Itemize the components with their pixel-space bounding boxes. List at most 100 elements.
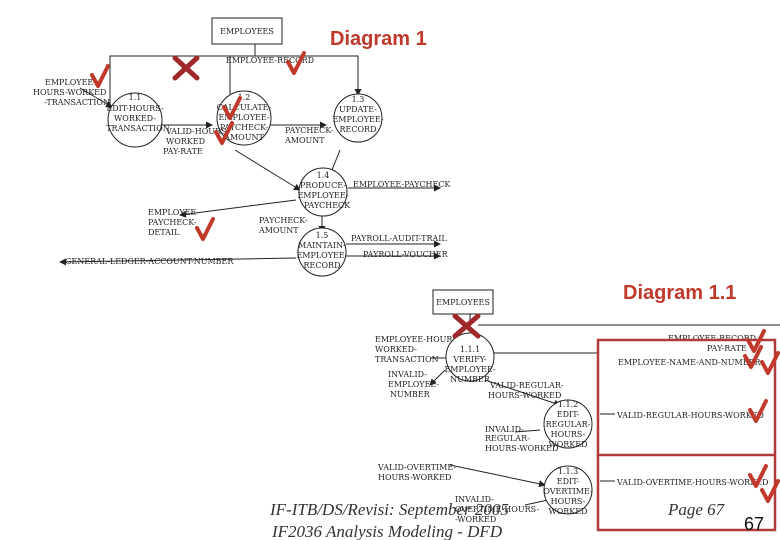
employee-record-label: EMPLOYEE-RECORD (226, 56, 314, 65)
process-1-5-line-4: RECORD (304, 261, 341, 270)
process-1-1-1-circle (445, 332, 495, 382)
general-ledger-label: GENERAL-LEDGER-ACCOUNT-NUMBER (65, 257, 234, 266)
employees-entity-label-2: EMPLOYEES (436, 298, 490, 307)
process-1-2-circle (216, 90, 272, 146)
process-1-4-line-2: PRODUCE- (300, 181, 346, 190)
flow-1-2-to-1-4 (234, 149, 301, 191)
invalid-regular-2: REGULAR- (485, 434, 530, 443)
paycheck-detail-3: DETAIL (148, 228, 180, 237)
footer-page-label: Page 67 (667, 500, 726, 519)
flow-paycheck-detail (179, 199, 297, 218)
process-1-1-3-line-4: HOURS- (551, 497, 586, 506)
flow-employee-record-to-1-1 (109, 44, 256, 112)
process-1-2-line-5: AMOUNT (223, 133, 264, 142)
process-1-1-2-line-4: HOURS- (551, 430, 586, 439)
paycheck-amount-a-1: PAYCHECK- (285, 126, 334, 135)
check-mark-8 (760, 351, 780, 375)
flow-invalid-overtime (524, 499, 549, 506)
payroll-voucher-label: PAYROLL-VOUCHER (363, 250, 449, 259)
process-1-1-3-line-5: WORKED (548, 507, 587, 516)
employees-entity-box-2 (432, 289, 494, 315)
process-1-4-line-1: 1.4 (317, 171, 330, 180)
process-1-1-1-line-1: 1.1.1 (460, 345, 480, 354)
process-1-5-circle (297, 227, 347, 277)
process-1-3-line-1: 1.3 (352, 95, 365, 104)
cross-stroke-d (452, 313, 481, 339)
process-1-1-3-line-1: 1.1.3 (558, 467, 578, 476)
process-1-2-line-2: CALCULATE- (217, 103, 272, 112)
invalid-overtime-1: INVALID- (455, 495, 494, 504)
check-mark-4 (286, 51, 306, 75)
diagram-1-1-title: Diagram 1.1 (623, 282, 736, 304)
check-mark-7 (743, 345, 763, 369)
cross-stroke-b (172, 55, 200, 81)
red-cross-mark-d1 (172, 55, 200, 81)
flow-employee-record-to-1-3 (255, 55, 362, 96)
check-mark-5 (195, 217, 215, 241)
process-1-5-line-3: EMPLOYEE- (296, 251, 347, 260)
input-flow2-1: EMPLOYEE-HOURS- (375, 335, 461, 344)
invalid-number-1: INVALID- (388, 370, 427, 379)
process-1-1-circle (107, 92, 163, 148)
process-1-1-2-line-2: EDIT- (557, 410, 580, 419)
red-cross-mark-d11 (452, 313, 481, 339)
process-1-1-line-2: EDIT-HOURS- (106, 104, 163, 113)
flow-general-ledger (59, 257, 297, 266)
process-1-1-1-line-4: NUMBER (450, 375, 491, 384)
valid-overtime-a-2: HOURS-WORKED (378, 473, 451, 482)
process-1-1-2-circle (543, 399, 593, 449)
diagram-1-title: Diagram 1 (330, 28, 427, 50)
flow-invalid-number (429, 369, 446, 386)
flow-valid-overtime (449, 464, 546, 488)
paycheck-detail-2: PAYCHECK- (148, 218, 197, 227)
process-1-1-1-line-3: EMPLOYEE- (444, 365, 495, 374)
invalid-number-2: EMPLOYEE- (388, 380, 439, 389)
valid-overtime-a-1: VALID-OVERTIME- (377, 463, 456, 472)
input-flow2-3: TRANSACTION (375, 355, 439, 364)
process-1-1-3-circle (543, 465, 593, 515)
process-1-1-1-line-2: VERIFY- (452, 355, 487, 364)
process-1-1-3-line-2: EDIT- (557, 477, 580, 486)
invalid-number-3: NUMBER (390, 390, 431, 399)
process-1-1-line-1: 1.1 (129, 93, 142, 102)
footer-line-2: IF2036 Analysis Modeling - DFD (271, 522, 503, 540)
input-flow-label-1: EMPLOYEE- (45, 78, 96, 87)
name-number-label: EMPLOYEE-NAME-AND-NUMBER (618, 358, 761, 367)
pay-rate-label: PAY-RATE (163, 147, 203, 156)
footer-line-1: IF-ITB/DS/Revisi: September 2005 (269, 500, 509, 519)
process-1-1-3-line-3: OVERTIME- (543, 487, 593, 496)
process-1-5-line-1: 1.5 (316, 231, 329, 240)
check-mark-1 (90, 64, 110, 88)
check-mark-2 (222, 96, 242, 120)
flow-invalid-regular (514, 429, 541, 433)
valid-hours-label-2: WORKED (166, 137, 205, 146)
payroll-audit-label: PAYROLL-AUDIT-TRAIL (351, 234, 447, 243)
record-pay-rate-label-1: EMPLOYEE-RECORD (668, 334, 756, 343)
invalid-regular-1: INVALID- (485, 425, 524, 434)
employee-paycheck-label: EMPLOYEE-PAYCHECK (353, 180, 451, 189)
valid-hours-label-1: VALID-HOURS- (165, 127, 230, 136)
flow-valid-regular (484, 379, 561, 407)
process-1-4-line-4: PAYCHECK (304, 201, 351, 210)
process-1-1-2-line-5: WORKED (548, 440, 587, 449)
valid-regular-b: VALID-REGULAR-HOURS-WORKED (616, 411, 764, 420)
process-1-3-circle (333, 93, 383, 143)
valid-regular-a-2: HOURS-WORKED (488, 391, 561, 400)
check-mark-10 (748, 464, 768, 488)
invalid-regular-3: HOURS-WORKED (485, 444, 558, 453)
process-1-3-line-3: EMPLOYEE- (332, 115, 383, 124)
invalid-overtime-3: -WORKED (455, 515, 496, 524)
input-flow-label-2: HOURS-WORKED (33, 88, 106, 97)
process-1-2-line-1: 1.2 (238, 93, 251, 102)
paycheck-detail-1: EMPLOYEE- (148, 208, 199, 217)
check-mark-3 (214, 121, 234, 145)
process-1-1-line-4: TRANSACTION (106, 124, 170, 133)
process-1-1-2-line-1: 1.1.2 (558, 400, 578, 409)
process-1-4-line-3: EMPLOYEE- (297, 191, 348, 200)
employees-entity-box (211, 17, 283, 45)
invalid-overtime-2: OVERTIME-HOURS- (455, 505, 539, 514)
highlight-frame (596, 338, 777, 532)
process-1-1-line-3: WORKED- (114, 114, 156, 123)
paycheck-amount-b-2: AMOUNT (258, 226, 299, 235)
